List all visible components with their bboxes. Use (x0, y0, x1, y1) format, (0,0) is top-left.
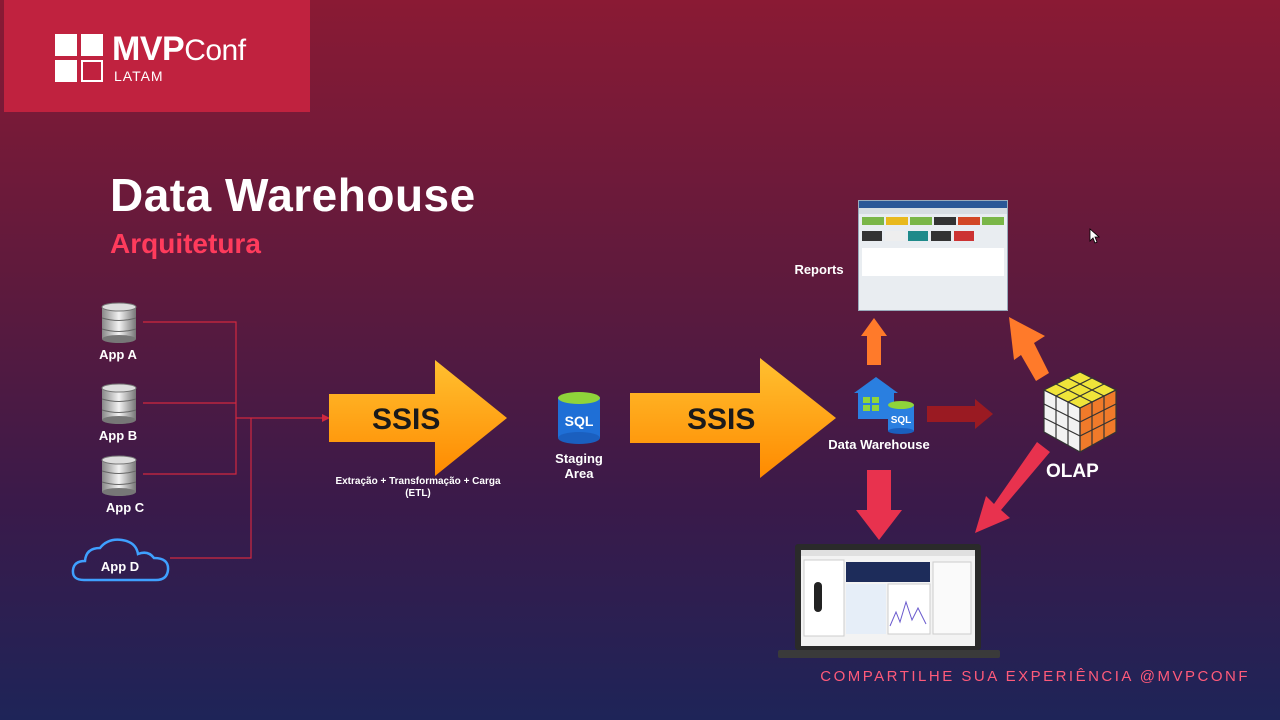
cloud-icon (71, 538, 170, 582)
page-title: Data Warehouse (110, 169, 476, 221)
data-warehouse-label: Data Warehouse (828, 437, 930, 452)
ssis-arrow-1 (329, 360, 507, 476)
database-icon (101, 455, 137, 496)
mouse-cursor-icon (1089, 228, 1101, 244)
olap-cube-icon (1042, 371, 1118, 454)
database-icon (101, 383, 137, 424)
ssis-arrow-2 (630, 358, 836, 478)
logo-text: MVPConf (112, 30, 246, 68)
ssis-label-1: SSIS (372, 403, 441, 436)
arrow-down-laptop (856, 470, 902, 540)
staging-area-label: Staging Area (555, 451, 603, 481)
laptop-powerbi-icon (778, 544, 1000, 658)
reports-label: Reports (794, 262, 844, 277)
source-label-app-d: App D (100, 559, 140, 574)
footer-share-text: COMPARTILHE SUA EXPERIÊNCIA @MVPCONF (820, 668, 1250, 685)
warehouse-icon: SQL (854, 377, 914, 434)
arrow-olap-to-reports (1009, 317, 1049, 381)
source-label-app-c: App C (105, 500, 145, 515)
logo-subtext: LATAM (114, 68, 164, 84)
arrow-right-olap (927, 399, 993, 429)
ssis-label-2: SSIS (687, 403, 756, 436)
page-subtitle: Arquitetura (110, 228, 261, 259)
svg-text:SQL: SQL (891, 415, 912, 426)
source-label-app-a: App A (99, 347, 137, 362)
database-icon (101, 302, 137, 343)
etl-caption: Extração + Transformação + Carga (ETL) (335, 476, 501, 499)
arrow-up-reports (861, 318, 887, 365)
reports-screenshot (858, 200, 1008, 311)
sql-database-icon: SQL (558, 392, 600, 444)
olap-label: OLAP (1046, 461, 1099, 482)
logo-grid-icon (55, 34, 103, 82)
svg-text:SQL: SQL (565, 413, 594, 429)
arrow-olap-to-laptop (975, 442, 1050, 533)
source-label-app-b: App B (98, 428, 138, 443)
